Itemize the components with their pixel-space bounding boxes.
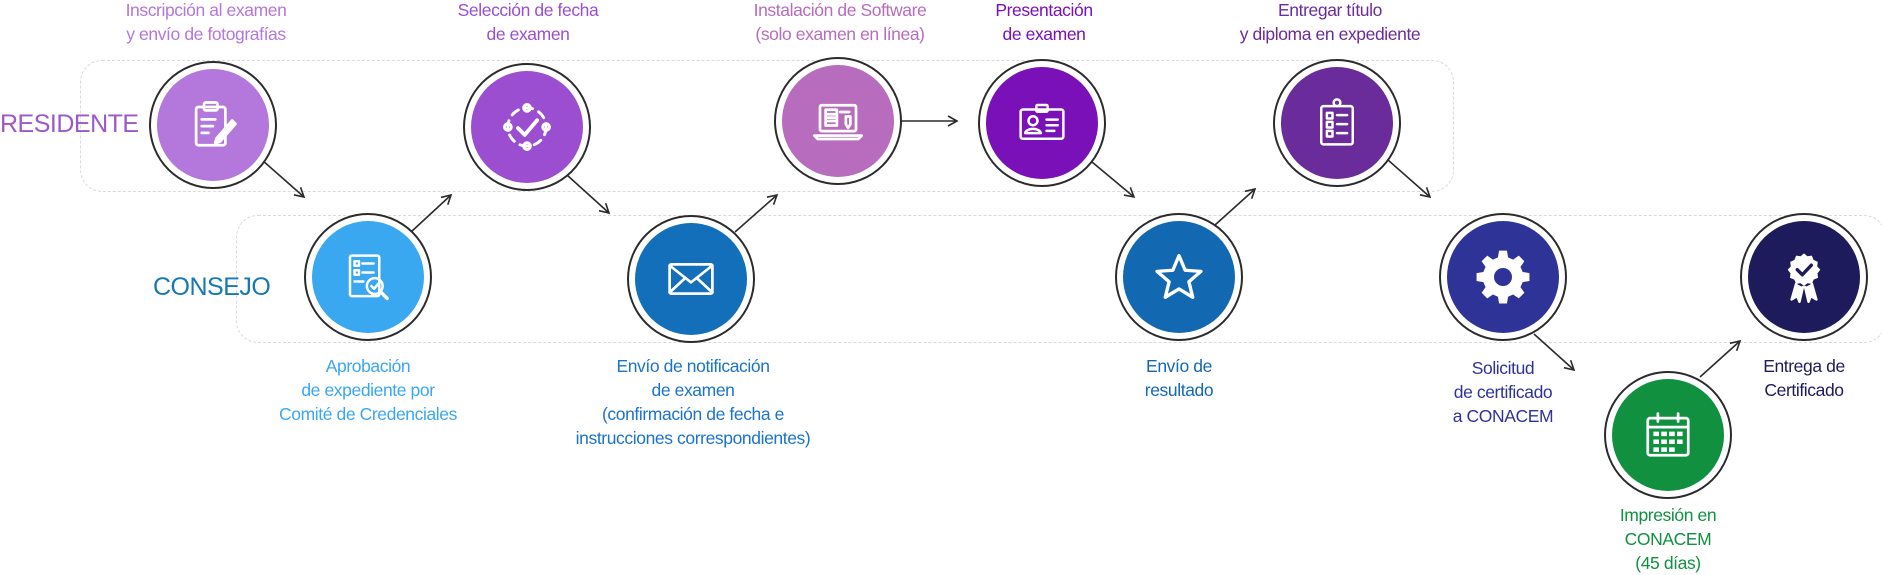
- id-card-icon: [1019, 103, 1065, 140]
- laptop-document-icon: [813, 103, 863, 141]
- consejo-resultado-node: [1115, 213, 1243, 341]
- residente-lane-label: RESIDENTE: [0, 110, 139, 138]
- step-seleccion-disc: [471, 71, 583, 183]
- caption-entregar-titulo: Entregar título y diploma en expediente: [1180, 0, 1480, 46]
- checklist-clipboard-icon: [1320, 98, 1354, 146]
- caption-line: (confirmación de fecha e: [601, 404, 785, 424]
- caption-line: Selección de fecha: [457, 0, 599, 20]
- arrow-entregar-solicitud: [1387, 159, 1432, 199]
- consejo-lane: [236, 215, 1882, 343]
- arrow-resultado-entregar: [1214, 187, 1257, 226]
- arrow-impresion-entrega: [1699, 339, 1742, 378]
- caption-line: Entregar título: [1278, 0, 1382, 20]
- residente-lane: [80, 60, 1454, 192]
- consejo-entrega-cert-node: [1740, 213, 1868, 341]
- arrow-aprobacion-seleccion: [410, 193, 453, 233]
- caption-line: Comité de Credenciales: [279, 404, 457, 424]
- caption-impresion: Impresión en CONACEM (45 días): [1518, 503, 1818, 575]
- caption-line: (45 días): [1635, 553, 1701, 573]
- arrow-seleccion-notificacion: [566, 174, 611, 215]
- caption-line: (solo examen en línea): [755, 24, 925, 44]
- conacem-impresion-node: [1604, 371, 1732, 499]
- arrow-solicitud-impresion: [1533, 333, 1576, 372]
- award-ribbon-icon: [1787, 253, 1821, 303]
- caption-solicitud: Solicitud de certificado a CONACEM: [1353, 356, 1653, 428]
- caption-line: Envío de: [1146, 356, 1212, 376]
- caption-line: de examen: [1002, 24, 1086, 44]
- caption-line: a CONACEM: [1452, 406, 1554, 426]
- document-search-icon: [348, 254, 389, 301]
- caption-seleccion: Selección de fecha de examen: [378, 0, 678, 46]
- step-presentacion-node: [978, 59, 1106, 187]
- caption-line: Solicitud: [1471, 358, 1535, 378]
- caption-line: resultado: [1144, 380, 1214, 400]
- caption-line: Instalación de Software: [753, 0, 927, 20]
- caption-line: Impresión en: [1619, 505, 1717, 525]
- caption-line: instrucciones correspondientes): [575, 428, 811, 448]
- step-inscripcion-node: [149, 61, 277, 189]
- caption-instalacion: Instalación de Software (solo examen en …: [690, 0, 990, 46]
- caption-inscripcion: Inscripción al examen y envío de fotogra…: [56, 0, 356, 46]
- caption-line: Entrega de: [1763, 356, 1845, 376]
- step-instalacion-disc: [782, 65, 894, 177]
- consejo-entrega-cert-disc: [1748, 221, 1860, 333]
- step-seleccion-node: [463, 63, 591, 191]
- caption-line: Inscripción al examen: [125, 0, 287, 20]
- caption-notificacion: Envío de notificación de examen (confirm…: [543, 354, 843, 450]
- circle-check-icon: [503, 103, 551, 151]
- clipboard-pen-icon: [194, 101, 237, 147]
- gear-icon: [1476, 250, 1530, 304]
- consejo-aprobacion-node: [304, 213, 432, 341]
- caption-line: de certificado: [1453, 382, 1553, 402]
- step-entregar-titulo-disc: [1281, 67, 1393, 179]
- consejo-resultado-disc: [1123, 221, 1235, 333]
- envelope-icon: [668, 263, 714, 295]
- consejo-lane-label: CONSEJO: [153, 273, 271, 301]
- arrow-notificacion-instalacion: [734, 193, 779, 233]
- step-inscripcion-disc: [157, 69, 269, 181]
- conacem-impresion-disc: [1612, 379, 1724, 491]
- calendar-icon: [1646, 412, 1690, 457]
- arrow-presentacion-resultado: [1091, 161, 1136, 199]
- caption-line: CONACEM: [1624, 529, 1712, 549]
- caption-entrega-cert: Entrega de Certificado: [1654, 354, 1882, 402]
- consejo-aprobacion-disc: [312, 221, 424, 333]
- caption-line: Certificado: [1764, 380, 1844, 400]
- caption-line: Envío de notificación: [616, 356, 770, 376]
- caption-line: de examen: [651, 380, 735, 400]
- consejo-solicitud-disc: [1447, 221, 1559, 333]
- caption-resultado: Envío de resultado: [1029, 354, 1329, 402]
- caption-line: y diploma en expediente: [1239, 24, 1421, 44]
- caption-line: Aprobación: [325, 356, 411, 376]
- caption-line: y envío de fotografías: [126, 24, 286, 44]
- step-instalacion-node: [774, 57, 902, 185]
- caption-line: de examen: [486, 24, 570, 44]
- step-entregar-titulo-node: [1273, 59, 1401, 187]
- consejo-solicitud-node: [1439, 213, 1567, 341]
- caption-aprobacion: Aprobación de expediente por Comité de C…: [218, 354, 518, 426]
- consejo-notificacion-disc: [635, 223, 747, 335]
- consejo-notificacion-node: [627, 215, 755, 343]
- step-presentacion-disc: [986, 67, 1098, 179]
- caption-line: de expediente por: [301, 380, 435, 400]
- arrow-inscripcion-aprobacion: [261, 159, 306, 199]
- caption-presentacion: Presentación de examen: [894, 0, 1194, 46]
- star-icon: [1155, 253, 1203, 299]
- caption-line: Presentación: [995, 0, 1093, 20]
